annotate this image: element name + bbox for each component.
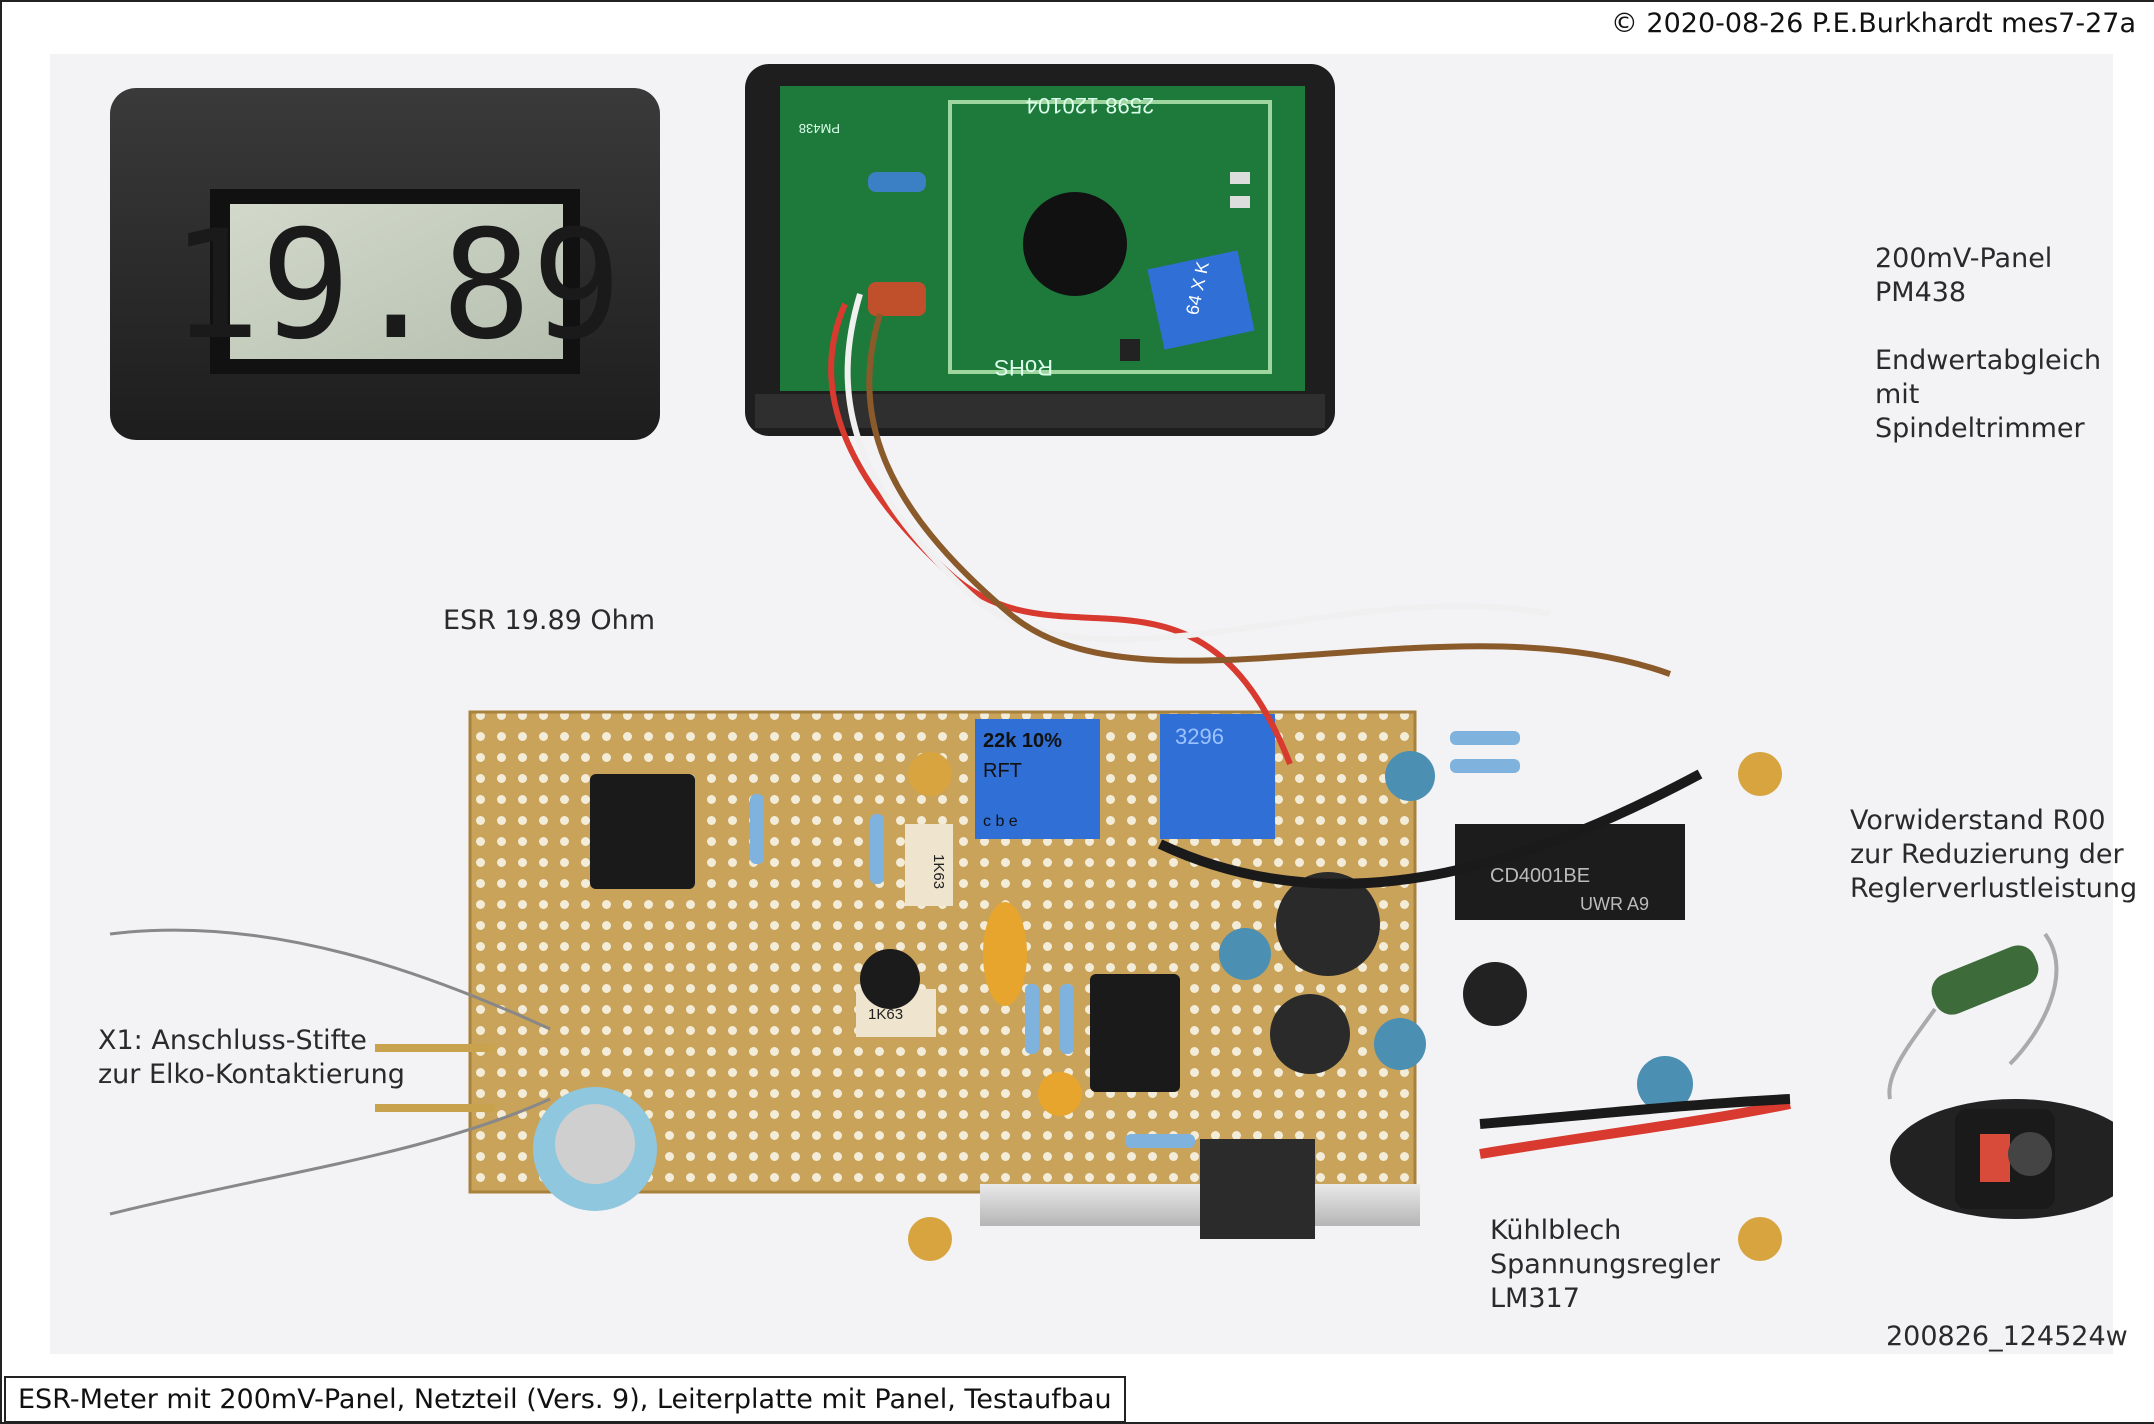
lcd-meter: 19.89 bbox=[110, 88, 660, 440]
photo: 19.89 64 X K 2598 120104 PM438 RoHS bbox=[50, 54, 2113, 1354]
esr-reading-label: ESR 19.89 Ohm bbox=[443, 605, 656, 636]
copyright-text: © 2020-08-26 P.E.Burkhardt mes7-27a bbox=[1610, 8, 2136, 39]
ic-4001-label: CD4001BE bbox=[1490, 865, 1590, 887]
trimmer-3296-label: 3296 bbox=[1175, 724, 1224, 749]
dc-jack bbox=[1890, 1099, 2113, 1219]
panel-label: 200mV-Panel PM438 Endwertabgleich mit Sp… bbox=[1875, 243, 2102, 444]
pcb-rohs: RoHS bbox=[994, 355, 1053, 380]
lcd-reading: 19.89 bbox=[170, 199, 622, 373]
series-resistor bbox=[1887, 932, 2059, 1100]
heatsink-label: Kühlblech Spannungsregler LM317 bbox=[1490, 1215, 1720, 1314]
series-resistor-label: Vorwiderstand R00 zur Reduzierung der Re… bbox=[1850, 805, 2138, 904]
pcb-code: 2598 120104 bbox=[1026, 93, 1154, 118]
wires bbox=[109, 293, 1791, 1216]
ic-mark-label: UWR A9 bbox=[1580, 894, 1649, 914]
cap-1k63a-label: 1K63 bbox=[930, 854, 947, 889]
photo-illustration: 19.89 64 X K 2598 120104 PM438 RoHS bbox=[109, 64, 2113, 1261]
trimmer-rft-label: RFT bbox=[983, 760, 1022, 782]
pcb-pm438: PM438 bbox=[799, 121, 840, 136]
pins-label: X1: Anschluss-Stifte zur Elko-Kontaktier… bbox=[98, 1025, 405, 1090]
trimmer-cbe-label: c b e bbox=[983, 813, 1018, 830]
trimmer-22k-label: 22k 10% bbox=[983, 730, 1062, 752]
cap-1k63b-label: 1K63 bbox=[868, 1006, 903, 1023]
stripboard: CD4001BE UWR A9 22k 10% RFT c b e 3296 1… bbox=[375, 710, 1782, 1261]
caption-box: ESR-Meter mit 200mV-Panel, Netzteil (Ver… bbox=[4, 1376, 1126, 1422]
image-id-label: 200826_124524w bbox=[1886, 1321, 2128, 1352]
panel-back: 64 X K 2598 120104 PM438 RoHS bbox=[745, 64, 1335, 436]
